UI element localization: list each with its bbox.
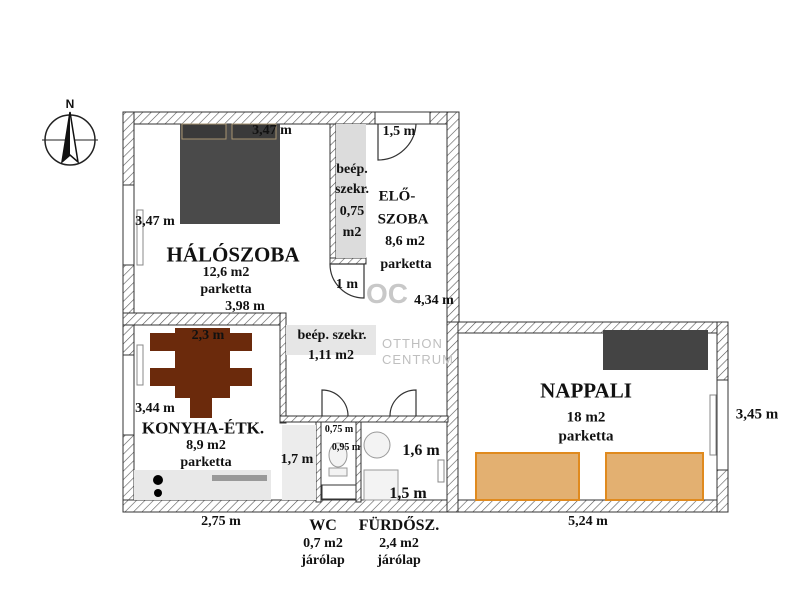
bedroom-dim-top: 3,47 m	[252, 123, 292, 138]
hall-name-1: ELŐ-	[378, 188, 416, 205]
kitchen-counter-dim: 1,7 m	[280, 452, 314, 467]
hall-area: 8,6 m2	[385, 234, 425, 249]
living-floor: parketta	[558, 428, 614, 445]
kitchen-dim-bottom: 2,75 m	[201, 514, 241, 529]
hall-door-dim: 1 m	[335, 277, 359, 292]
bathroom-fixtures	[363, 431, 399, 501]
bedroom-floor: parketta	[200, 282, 252, 297]
windows	[122, 111, 729, 471]
bed	[180, 123, 280, 224]
living-area: 18 m2	[566, 409, 606, 426]
hall-dim-top: 1,5 m	[382, 124, 416, 139]
closet2-area: 1,11 m2	[308, 348, 354, 363]
bath-floor: járólap	[377, 553, 421, 568]
built-in-closet-2	[286, 325, 376, 355]
living-dim-bottom: 5,24 m	[568, 514, 608, 529]
living-name: NAPPALI	[540, 378, 632, 403]
wc-name: WC	[309, 517, 337, 534]
hall-dim-right: 4,34 m	[414, 293, 454, 308]
compass-north-label: N	[65, 97, 75, 111]
living-dim-right: 3,45 m	[735, 406, 779, 423]
compass-icon	[42, 111, 98, 166]
rug-right	[605, 452, 704, 501]
kitchen-floor: parketta	[180, 455, 232, 470]
dining-table	[150, 328, 252, 418]
closet1-line4: m2	[342, 225, 362, 240]
watermark-line2: CENTRUM	[382, 352, 454, 368]
bath-area: 2,4 m2	[379, 536, 419, 551]
bedroom-name: HÁLÓSZOBA	[166, 242, 300, 267]
closet2-name: beép. szekr.	[297, 328, 367, 343]
closet1-line3: 0,75	[339, 204, 365, 219]
rug-left	[475, 452, 580, 501]
bath-dim-width: 1,5 m	[389, 485, 427, 502]
bedroom-area: 12,6 m2	[202, 265, 250, 280]
sofa	[603, 330, 708, 370]
wc-floor: járólap	[301, 553, 345, 568]
watermark-line1: OTTHON	[382, 336, 443, 351]
closet1-line2: szekr.	[334, 182, 370, 197]
bedroom-dim-bottom: 3,98 m	[225, 299, 265, 314]
kitchen-counter	[134, 425, 316, 500]
bath-dim-height: 1,6 m	[402, 442, 440, 459]
bedroom-dim-left: 3,47 m	[135, 214, 175, 229]
wc-area: 0,7 m2	[303, 536, 343, 551]
wc-dim-height: 0,95 m	[331, 442, 361, 453]
watermark-logo: OC	[366, 278, 408, 309]
closet1-line1: beép.	[336, 162, 368, 177]
kitchen-name: KONYHA-ÉTK.	[141, 418, 265, 438]
doors	[321, 123, 417, 417]
bath-name: FÜRDŐSZ.	[358, 517, 440, 534]
hall-name-2: SZOBA	[377, 211, 429, 228]
built-in-closet	[336, 124, 366, 258]
kitchen-dim-left: 3,44 m	[135, 401, 175, 416]
radiators	[136, 209, 717, 483]
hall-floor: parketta	[380, 257, 432, 272]
kitchen-table-dim: 2,3 m	[191, 328, 225, 343]
wc-dim-width: 0,75 m	[324, 424, 354, 435]
kitchen-area: 8,9 m2	[186, 438, 226, 453]
toilet	[321, 442, 357, 500]
